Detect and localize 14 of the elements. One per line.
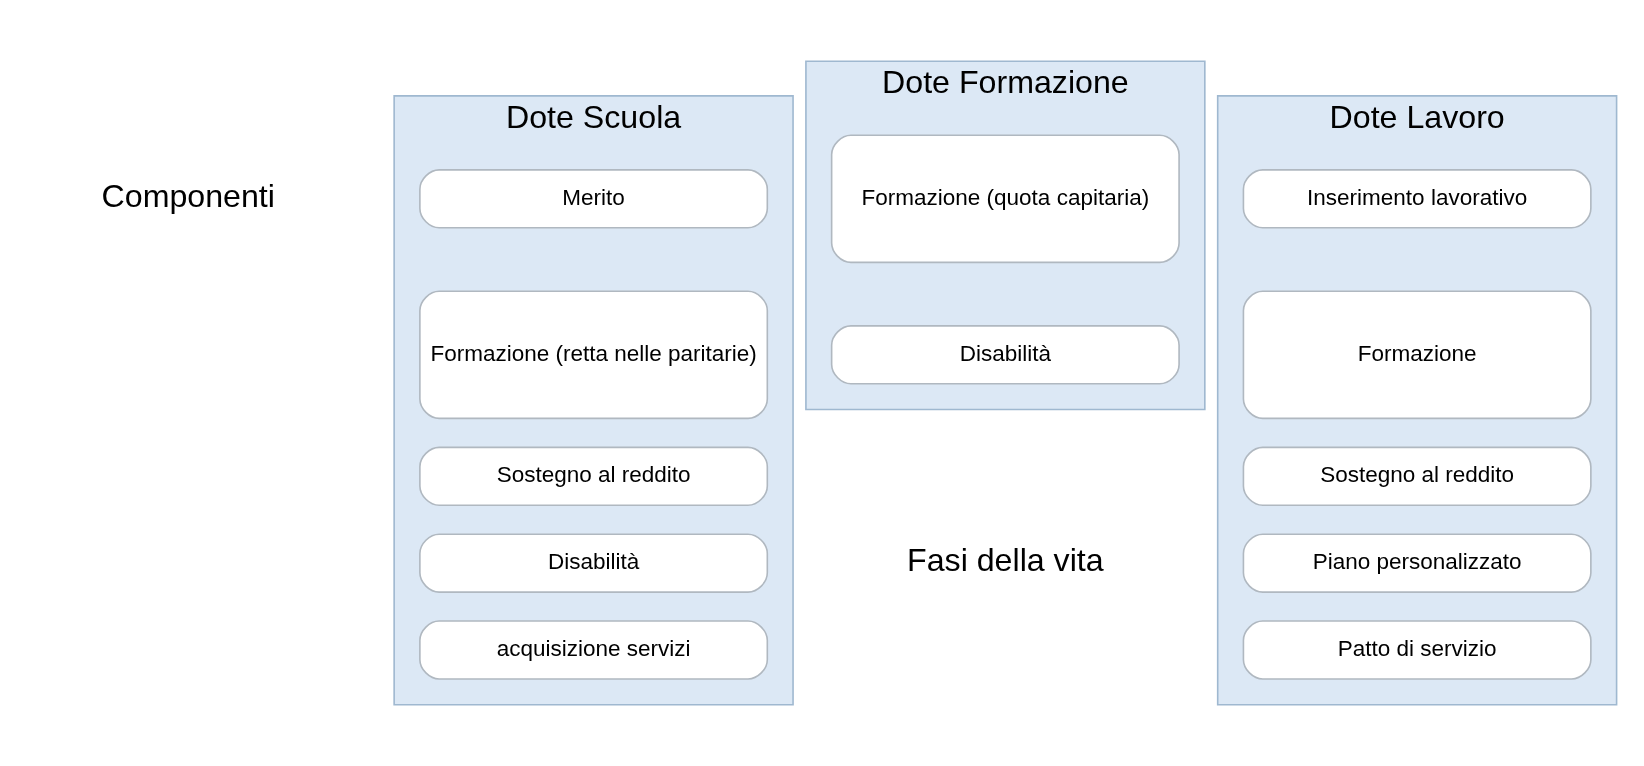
node-box: Formazione (1242, 290, 1592, 420)
label: Componenti (101, 177, 275, 214)
node-box: Sostegno al reddito (419, 446, 769, 507)
node-box: Formazione (retta nelle paritarie) (419, 290, 769, 420)
node-box: Piano personalizzato (1242, 533, 1592, 593)
node-box: acquisizione servizi (419, 620, 769, 680)
node-box: Sostegno al reddito (1242, 446, 1592, 507)
node-box: Merito (419, 169, 769, 229)
node-box: Formazione (quota capitaria) (830, 134, 1180, 264)
node-box: Disabilità (419, 533, 769, 593)
node-box: Disabilità (830, 325, 1180, 385)
label: Fasi della vita (907, 542, 1104, 579)
node-box: Patto di servizio (1242, 620, 1592, 680)
node-box: Inserimento lavorativo (1242, 169, 1592, 229)
